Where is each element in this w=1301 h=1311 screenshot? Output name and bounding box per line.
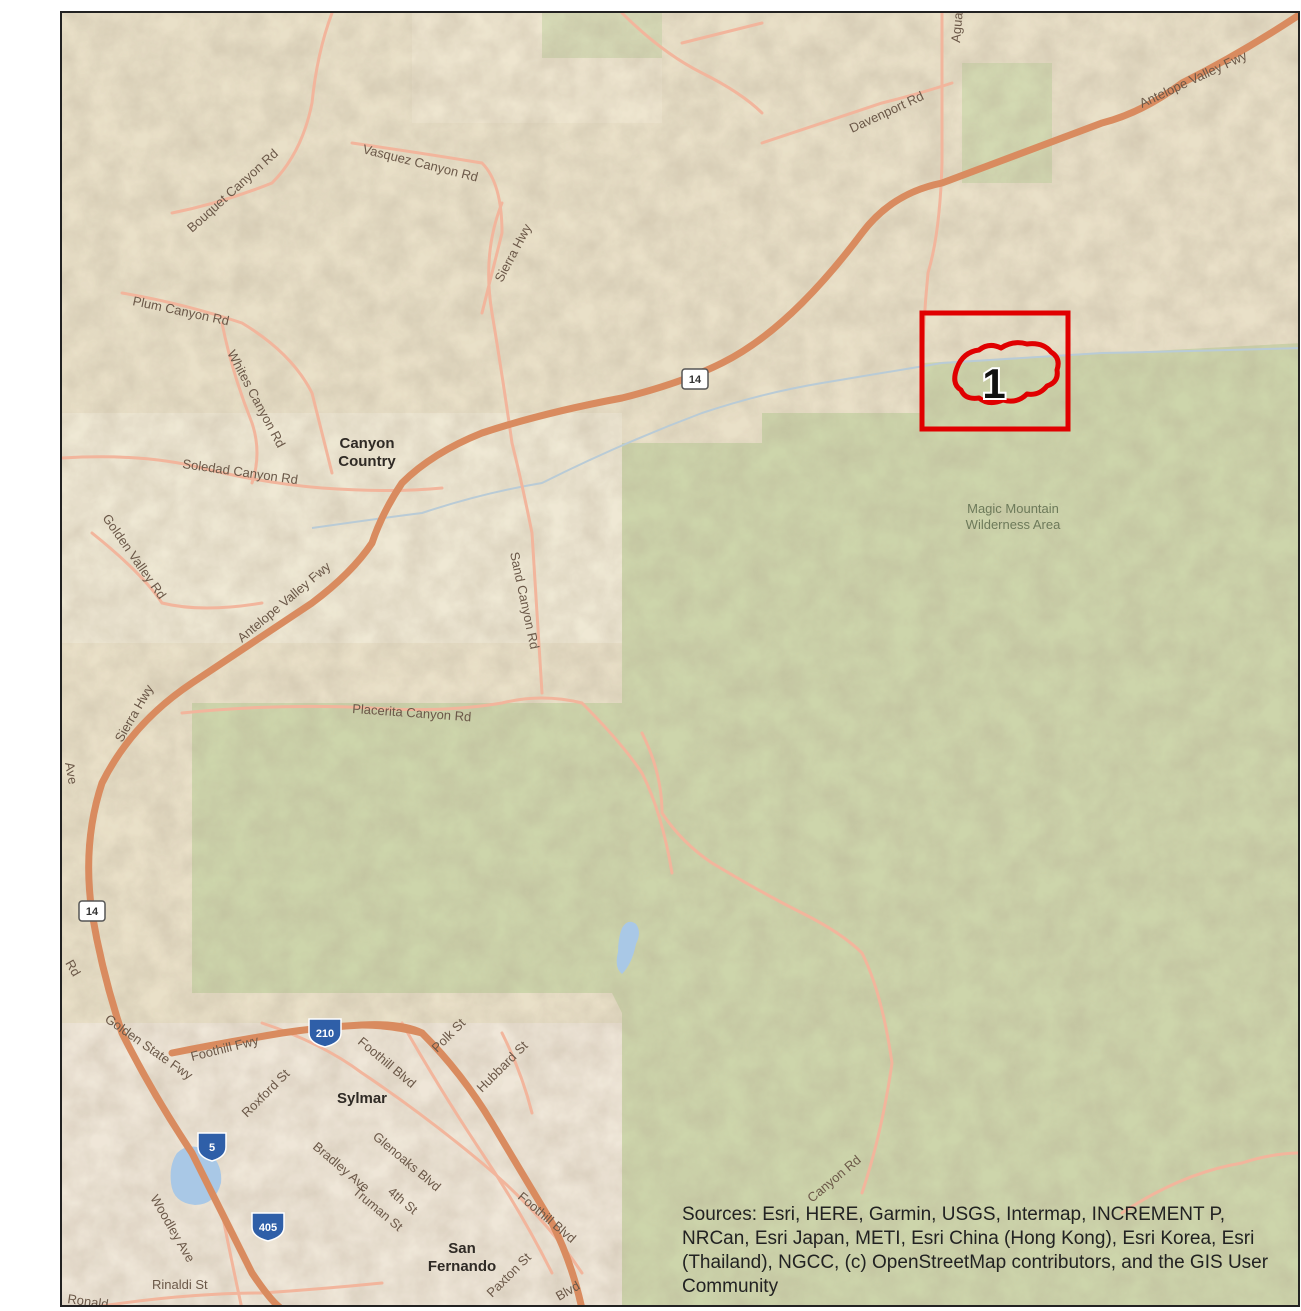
- park-label-line1: Magic Mountain: [967, 501, 1059, 516]
- place-label-canyon-country-1: Canyon: [339, 435, 394, 452]
- road-label: Agua: [948, 13, 966, 43]
- park-label-line2: Wilderness Area: [966, 517, 1061, 532]
- shield-i405: 405: [251, 1212, 285, 1242]
- major-roads: [85, 13, 1298, 1305]
- shield-label: 210: [316, 1028, 334, 1040]
- road-label: Rinaldi St: [152, 1277, 208, 1292]
- shield-label: 405: [259, 1222, 277, 1234]
- map-frame[interactable]: 1 14 14 210 5 405 Canyon Country Sylmar …: [60, 11, 1300, 1307]
- marker-bbox[interactable]: [919, 310, 1071, 432]
- river: [311, 347, 1298, 529]
- shield-i5: 5: [197, 1132, 227, 1162]
- marker-number: 1: [982, 360, 1005, 407]
- map-attribution: Sources: Esri, HERE, Garmin, USGS, Inter…: [682, 1204, 1269, 1297]
- fire-perimeter: [952, 340, 1061, 406]
- hillshade: [62, 13, 1298, 1305]
- place-label-san-fernando-1: San: [448, 1240, 476, 1257]
- shield-sr14-a: 14: [681, 368, 709, 390]
- place-label-canyon-country-2: Country: [338, 453, 396, 470]
- map-canvas[interactable]: 1 14 14 210 5 405 Canyon Country Sylmar …: [62, 13, 1300, 1307]
- reservoir: [616, 921, 639, 974]
- shield-label: 14: [86, 906, 99, 918]
- fire-perimeter-marker[interactable]: 1: [919, 310, 1071, 432]
- place-label-sylmar: Sylmar: [337, 1090, 387, 1107]
- shield-sr14-b: 14: [78, 900, 106, 922]
- shield-label: 5: [209, 1142, 215, 1154]
- place-label-san-fernando-2: Fernando: [428, 1258, 496, 1275]
- road-label: Ave: [62, 761, 81, 785]
- shield-i210: 210: [308, 1018, 342, 1048]
- road-label: Rd: [62, 957, 83, 979]
- shield-label: 14: [689, 374, 702, 386]
- road-label: Ronald: [67, 1291, 110, 1307]
